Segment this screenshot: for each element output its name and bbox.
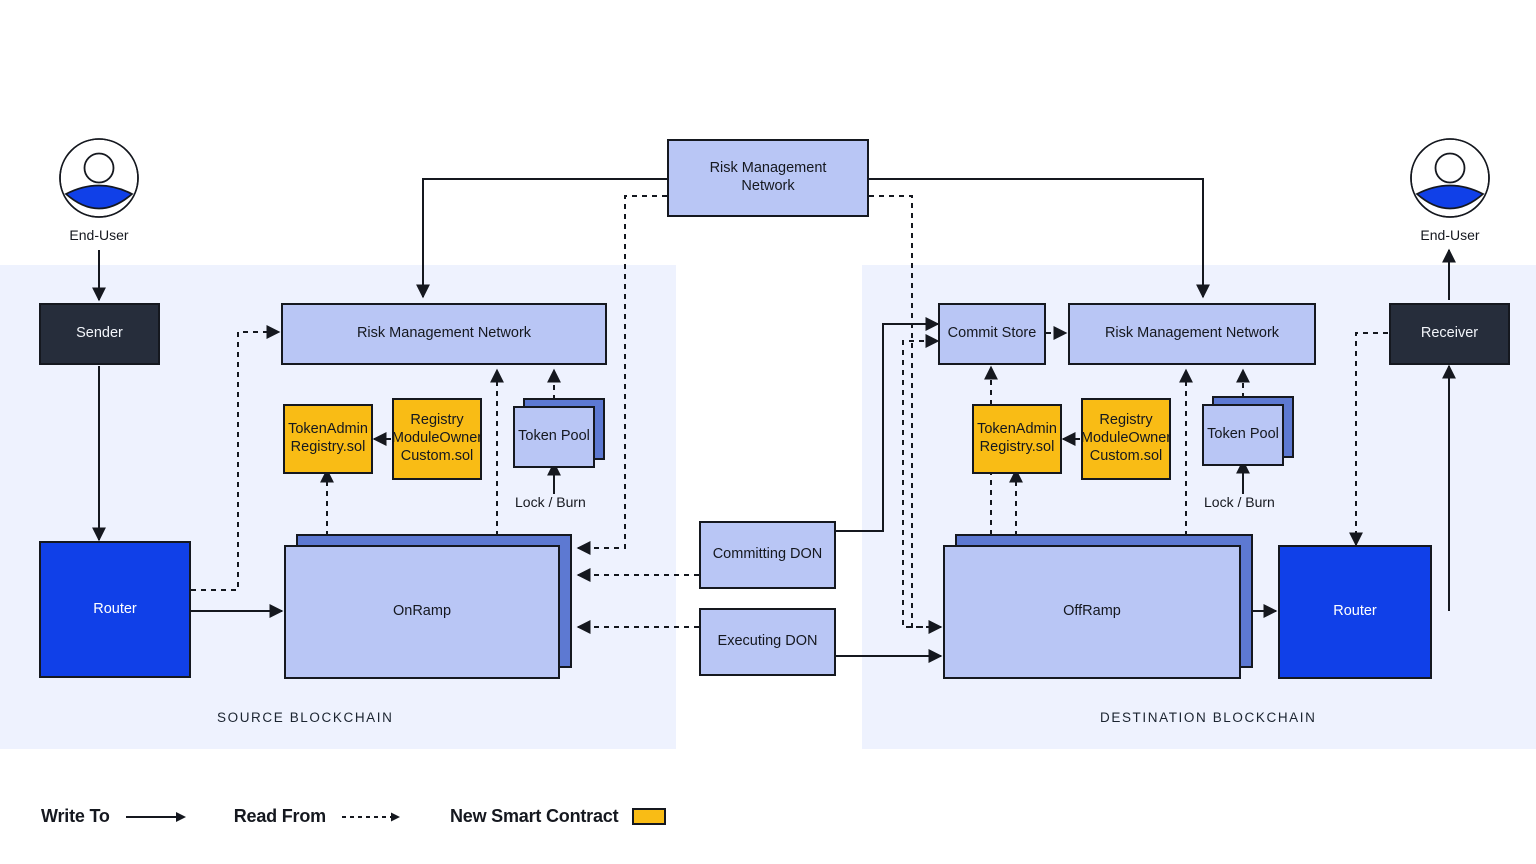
registry-module-destination-line-3: Custom.sol [1089,447,1163,464]
region-label-source: SOURCE BLOCKCHAIN [217,710,394,725]
node-token-admin-registry-destination[interactable]: TokenAdmin Registry.sol [972,404,1062,474]
avatar-end-user-left [58,137,140,219]
node-offramp[interactable]: OffRamp [943,545,1241,679]
legend-label-new-smart-contract: New Smart Contract [449,806,619,826]
legend: Write To Read From New Smart Contract [41,806,712,827]
node-sender[interactable]: Sender [39,303,160,365]
legend-label-write-to: Write To [41,806,110,826]
token-admin-registry-source-line-1: TokenAdmin [288,421,368,438]
registry-module-source-line-1: Registry [410,412,464,429]
node-risk-management-network-destination[interactable]: Risk Management Network [1068,303,1316,365]
node-router-source[interactable]: Router [39,541,191,678]
edge-caption-lock-burn-destination: Lock / Burn [1204,494,1275,510]
registry-module-destination-line-1: Registry [1099,412,1153,429]
node-commit-store[interactable]: Commit Store [938,303,1046,365]
rmn-center-line-2: Network [741,178,795,194]
token-admin-registry-destination-line-1: TokenAdmin [977,421,1057,438]
legend-solid-arrow-icon [125,811,186,822]
token-admin-registry-destination-line-2: Registry.sol [979,439,1055,455]
node-risk-management-network-center[interactable]: Risk Management Network [667,139,869,217]
legend-label-read-from: Read From [233,806,326,826]
node-committing-don[interactable]: Committing DON [699,521,836,589]
node-token-pool-source[interactable]: Token Pool [513,406,595,468]
registry-module-destination-line-2: ModuleOwner [1080,430,1172,447]
node-executing-don[interactable]: Executing DON [699,608,836,676]
node-receiver[interactable]: Receiver [1389,303,1510,365]
legend-item-new-smart-contract: New Smart Contract [449,806,667,827]
node-onramp[interactable]: OnRamp [284,545,560,679]
legend-swatch-smart-contract [632,808,667,825]
node-token-pool-destination[interactable]: Token Pool [1202,404,1284,466]
node-risk-management-network-source[interactable]: Risk Management Network [281,303,607,365]
avatar-end-user-right [1409,137,1491,219]
node-router-destination[interactable]: Router [1278,545,1432,679]
node-token-admin-registry-source[interactable]: TokenAdmin Registry.sol [283,404,373,474]
avatar-caption-end-user-right: End-User [1420,227,1480,243]
registry-module-source-line-3: Custom.sol [400,447,474,464]
rmn-center-line-1: Risk Management [709,160,827,177]
node-registry-module-owner-custom-destination[interactable]: Registry ModuleOwner Custom.sol [1081,398,1171,480]
legend-item-read-from: Read From [234,806,404,827]
registry-module-source-line-2: ModuleOwner [391,430,483,447]
node-registry-module-owner-custom-source[interactable]: Registry ModuleOwner Custom.sol [392,398,482,480]
legend-dashed-arrow-icon [341,812,400,821]
legend-item-write-to: Write To [41,806,188,827]
edge-caption-lock-burn-source: Lock / Burn [515,494,586,510]
avatar-caption-end-user-left: End-User [69,227,129,243]
region-label-destination: DESTINATION BLOCKCHAIN [1100,710,1317,725]
token-admin-registry-source-line-2: Registry.sol [290,439,366,455]
